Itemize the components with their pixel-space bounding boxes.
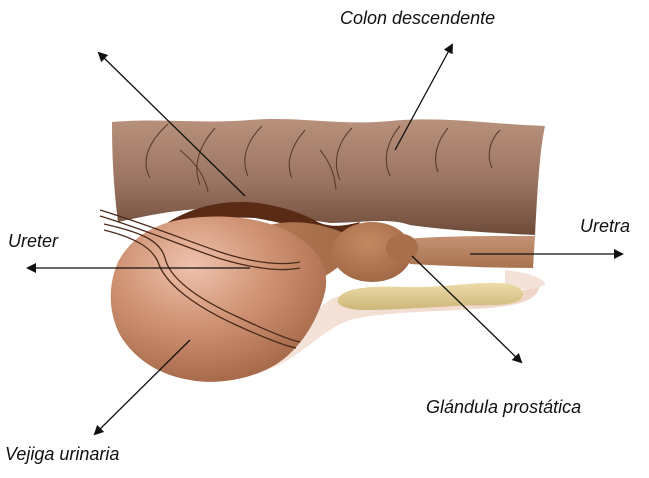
label-uretra: Uretra <box>580 216 630 237</box>
label-glandula-prostatica: Glándula prostática <box>426 397 581 418</box>
label-vejiga-urinaria: Vejiga urinaria <box>5 444 119 465</box>
label-ureter: Ureter <box>8 231 58 252</box>
urinary-bladder <box>111 217 326 382</box>
label-colon-descendente: Colon descendente <box>340 8 495 29</box>
